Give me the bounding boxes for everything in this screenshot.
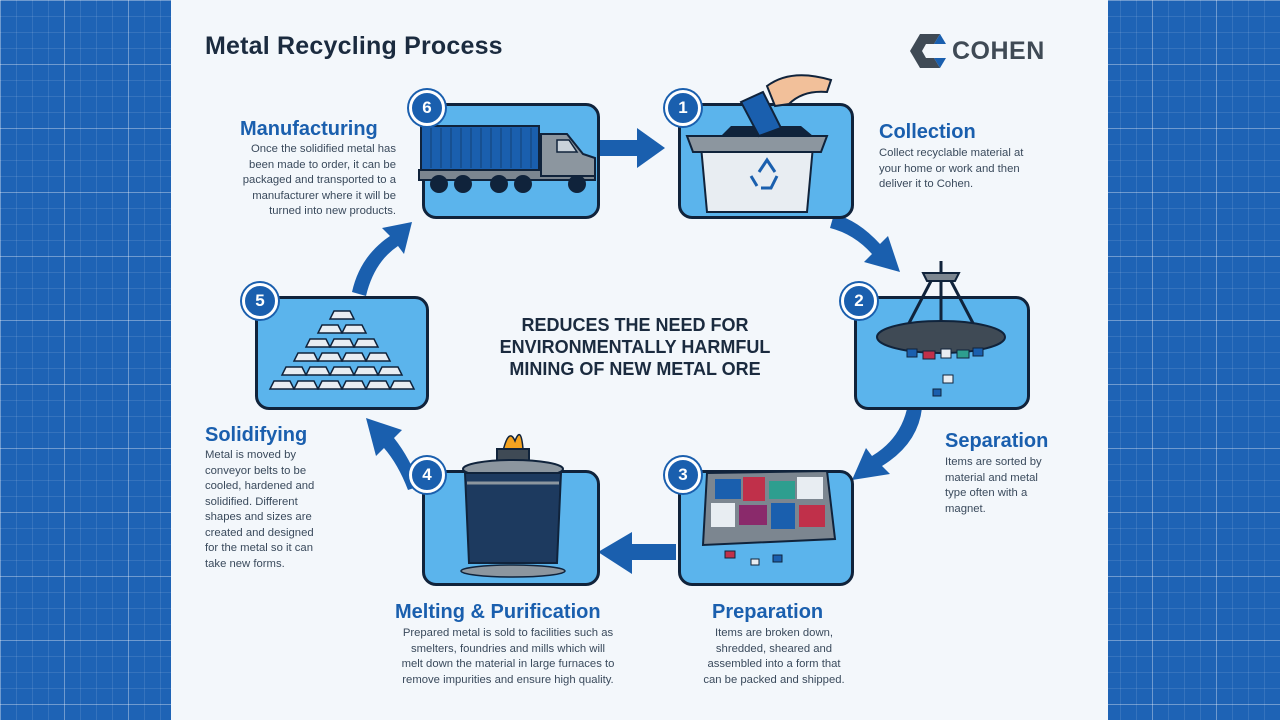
step-1-tile: 1 xyxy=(665,74,854,219)
step-5-title: Solidifying xyxy=(205,424,308,446)
step-6-line: Once the solidified metal has xyxy=(250,143,396,155)
arrow-2-to-3 xyxy=(852,404,922,480)
step-5-line: shapes and sizes are xyxy=(205,511,312,523)
center-message-line: MINING OF NEW METAL ORE xyxy=(509,359,761,379)
step-4-description: Prepared metal is sold to facilities suc… xyxy=(372,626,644,688)
step-2-title: Separation xyxy=(945,430,1049,452)
step-2-line: type often with a xyxy=(945,487,1028,499)
step-4-line: melt down the material in large furnaces… xyxy=(401,658,615,670)
step-5-line: conveyor belts to be xyxy=(205,464,307,477)
step-1-line: your home or work and then xyxy=(879,162,1020,175)
center-message-line: ENVIRONMENTALLY HARMFUL xyxy=(499,337,771,357)
step-6-line: manufacturer where it will be xyxy=(252,189,396,202)
step-4-line: remove impurities and ensure high qualit… xyxy=(402,673,614,686)
step-1-line: Collect recyclable material at xyxy=(879,147,1024,159)
step-6-line: packaged and transported to a xyxy=(242,174,396,186)
step-2-badge: 2 xyxy=(841,283,877,319)
step-3-line: can be packed and shipped. xyxy=(703,673,845,686)
page-title: Metal Recycling Process xyxy=(205,32,503,60)
step-1-description: Collect recyclable material at your home… xyxy=(879,146,1079,193)
recycle-bin-icon xyxy=(685,74,833,213)
step-2-line: material and metal xyxy=(945,471,1038,484)
step-2-line: magnet. xyxy=(945,502,986,515)
arrow-4-to-5 xyxy=(366,418,420,490)
step-1-badge: 1 xyxy=(665,90,701,126)
step-6-description: Once the solidified metal has been made … xyxy=(216,142,396,220)
step-3-title: Preparation xyxy=(712,601,824,623)
step-5-line: created and designed xyxy=(205,526,314,539)
step-4-line: smelters, foundries and mills which will xyxy=(411,642,605,655)
magnet-icon xyxy=(876,261,1006,397)
step-6-line: turned into new products. xyxy=(269,205,396,217)
step-5-tile: 5 xyxy=(242,283,429,410)
center-message-line: REDUCES THE NEED FOR xyxy=(521,315,749,335)
arrow-1-to-2 xyxy=(830,214,900,272)
step-5-line: cooled, hardened and xyxy=(205,480,315,492)
arrow-5-to-6 xyxy=(352,222,412,296)
step-5-description: Metal is moved by conveyor belts to be c… xyxy=(205,448,345,572)
step-4-line: Prepared metal is sold to facilities suc… xyxy=(402,627,614,639)
step-6-title: Manufacturing xyxy=(240,118,378,140)
metal-ingots-icon xyxy=(268,310,416,390)
step-5-badge: 5 xyxy=(242,283,278,319)
arrow-3-to-4 xyxy=(598,532,676,574)
step-6-badge: 6 xyxy=(409,90,445,126)
step-5-line: for the metal so it can xyxy=(205,542,313,554)
truck-icon xyxy=(418,125,596,193)
step-4-title: Melting & Purification xyxy=(395,601,601,623)
step-2-line: Items are sorted by xyxy=(945,456,1042,468)
arrow-6-to-1 xyxy=(595,128,665,168)
step-6-line: been made to order, it can be xyxy=(249,158,396,171)
furnace-icon xyxy=(460,433,566,578)
step-2-tile: 2 xyxy=(841,261,1030,410)
step-5-line: solidified. Different xyxy=(205,495,298,508)
step-5-line: take new forms. xyxy=(205,557,285,570)
scrap-bale-icon xyxy=(701,469,837,566)
step-2-description: Items are sorted by material and metal t… xyxy=(945,455,1085,517)
logo-text: COHEN xyxy=(952,37,1045,65)
step-6-tile: 6 xyxy=(409,90,600,219)
step-4-badge: 4 xyxy=(409,457,445,493)
step-4-tile: 4 xyxy=(409,433,600,586)
step-3-description: Items are broken down, shredded, sheared… xyxy=(684,626,864,688)
step-1-title: Collection xyxy=(879,121,976,143)
cohen-c-logo-icon xyxy=(910,34,946,68)
step-3-tile: 3 xyxy=(665,457,854,586)
step-3-line: assembled into a form that xyxy=(707,658,841,670)
step-5-line: Metal is moved by xyxy=(205,449,297,461)
step-3-line: shredded, sheared and xyxy=(715,642,833,655)
step-3-badge: 3 xyxy=(665,457,701,493)
center-message: REDUCES THE NEED FOR ENVIRONMENTALLY HAR… xyxy=(470,314,800,380)
step-3-line: Items are broken down, xyxy=(714,627,834,639)
step-1-line: deliver it to Cohen. xyxy=(879,178,974,190)
